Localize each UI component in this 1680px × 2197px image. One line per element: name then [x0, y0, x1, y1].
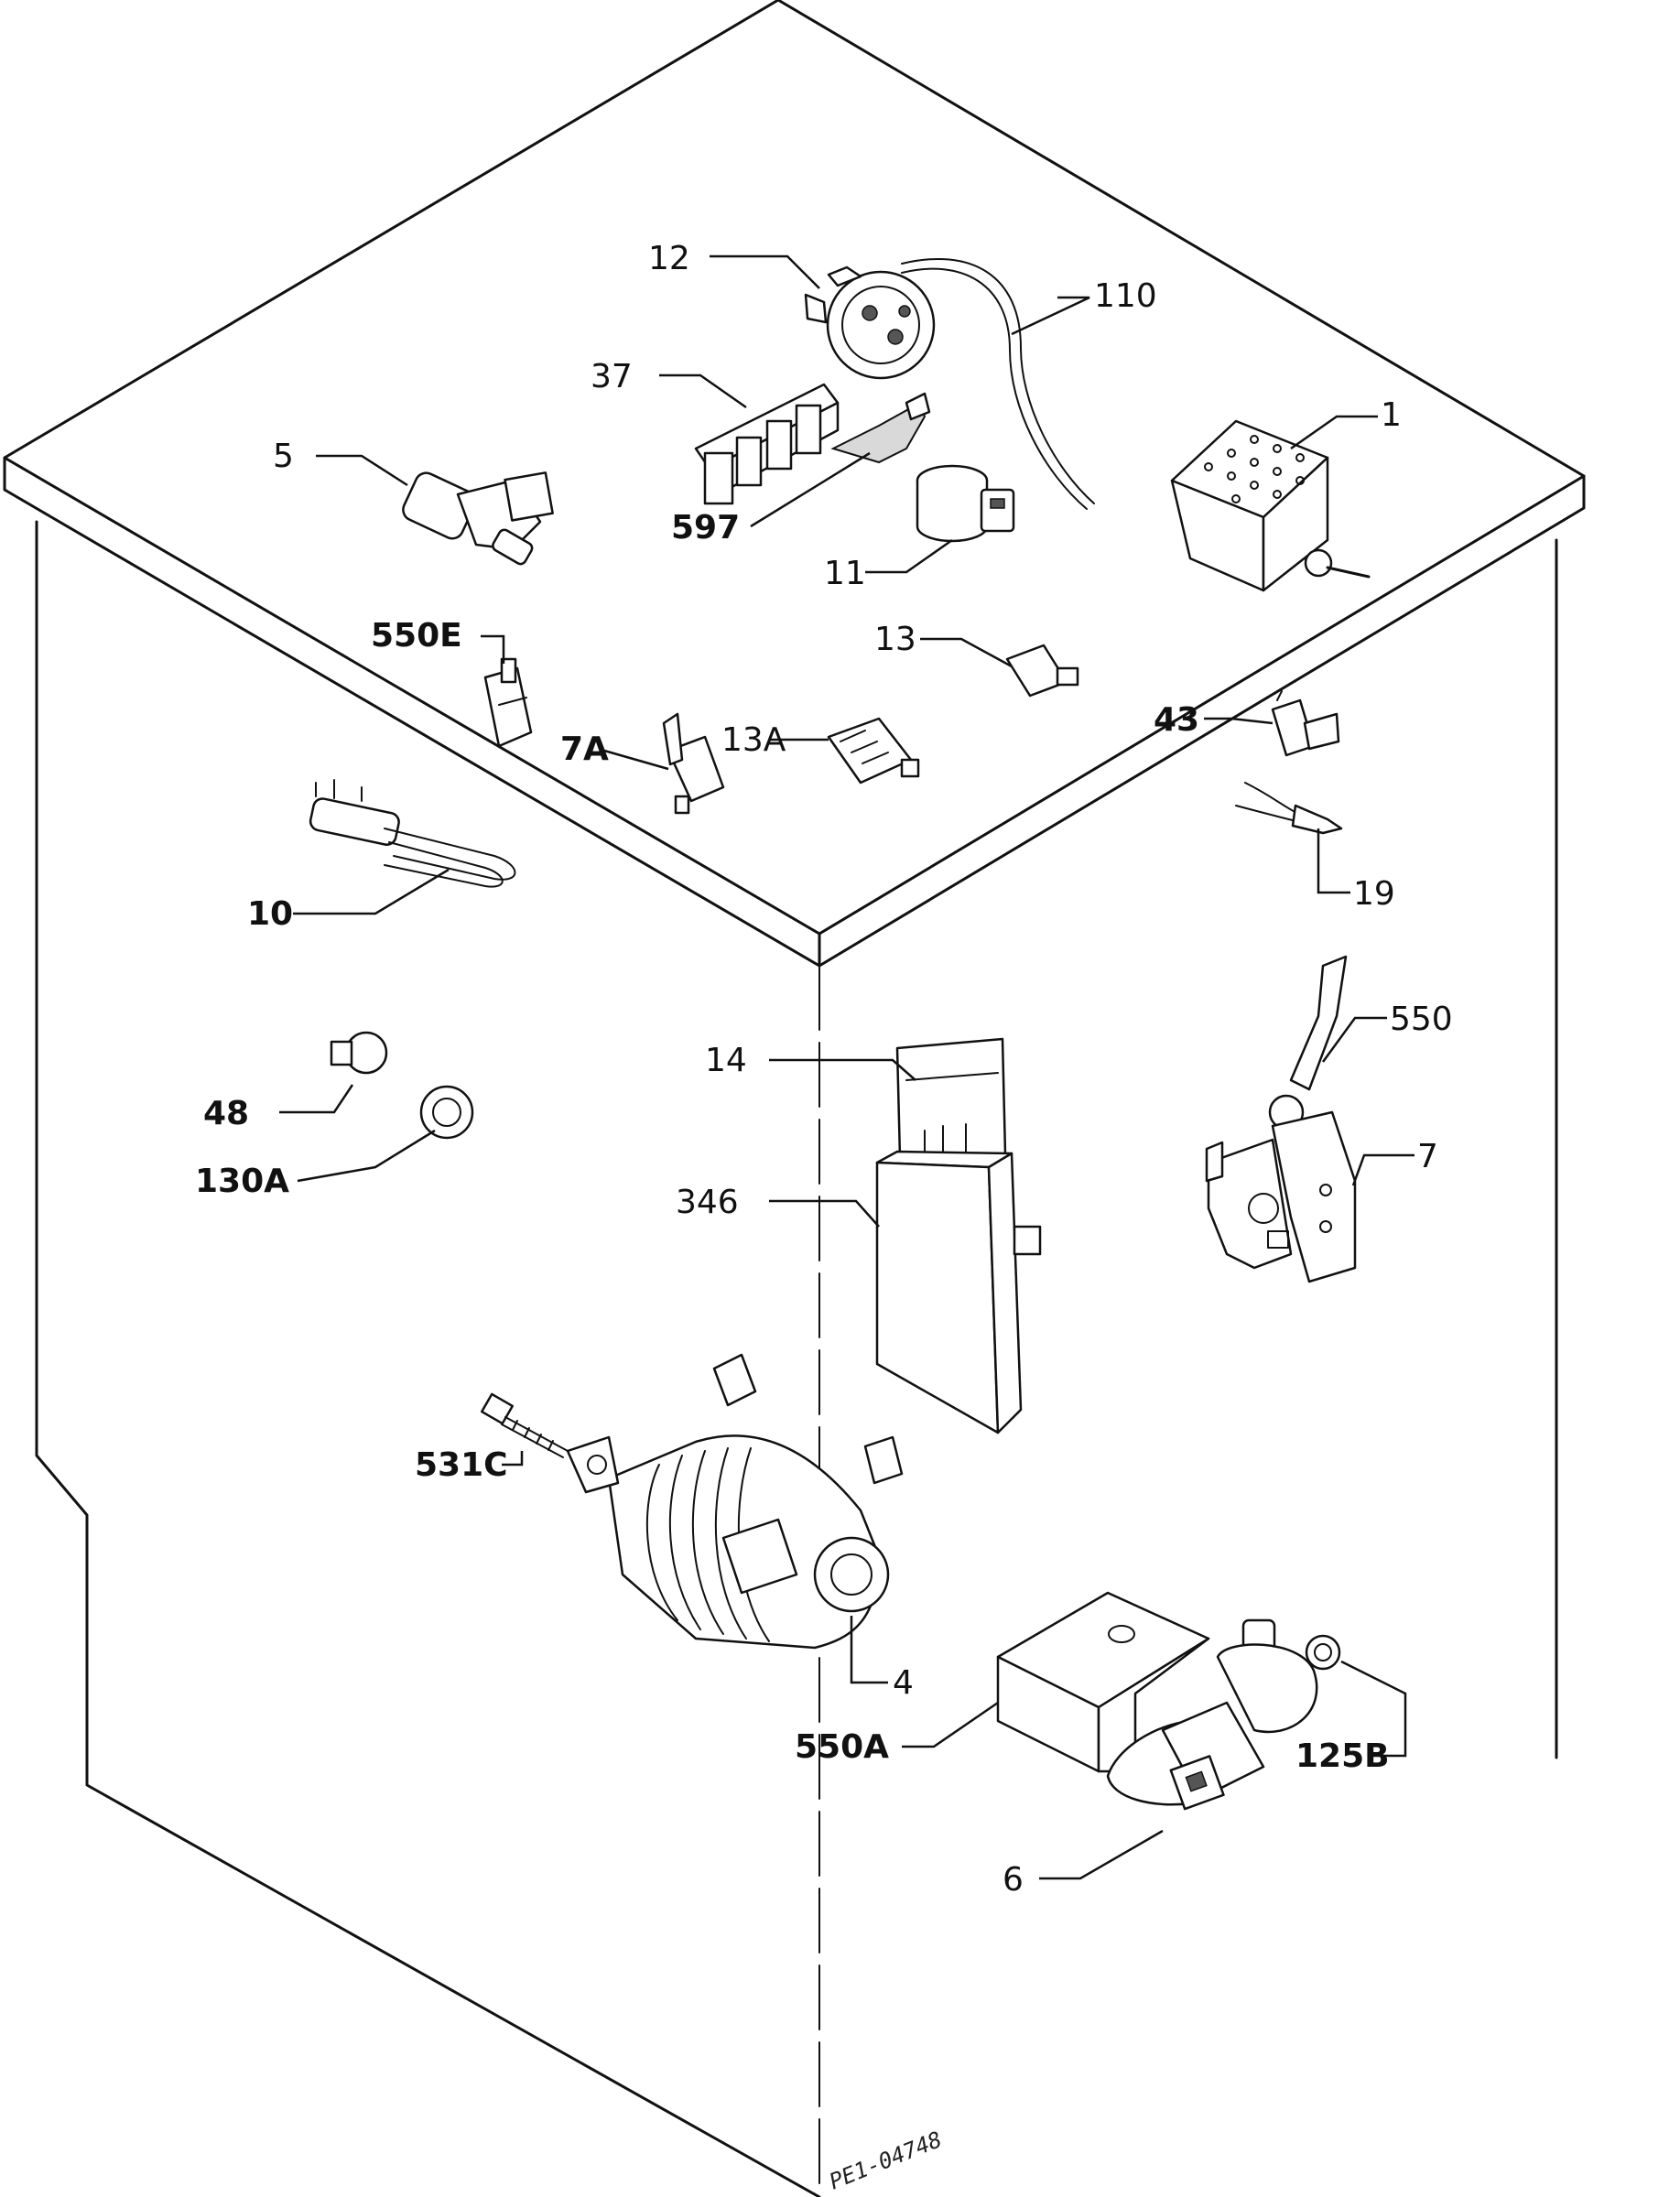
label-part-12: 12	[648, 240, 690, 277]
drain-pump-part-6	[1106, 1618, 1318, 1811]
cabinet-outline	[3, 0, 1586, 2197]
hose-part-110	[901, 257, 1095, 510]
microswitch-part-7a	[662, 712, 725, 815]
label-part-110: 110	[1094, 277, 1157, 315]
ring-nut-part-130a	[419, 1085, 474, 1140]
label-part-130a: 130A	[195, 1163, 289, 1200]
label-part-4: 4	[893, 1664, 914, 1702]
label-part-13: 13	[874, 621, 916, 658]
label-part-531c: 531C	[415, 1446, 508, 1484]
bolt-part-531c	[480, 1392, 569, 1458]
seal-part-125b	[1305, 1634, 1341, 1671]
ntc-sensor-part-19	[1235, 782, 1343, 835]
label-part-37: 37	[591, 358, 633, 395]
label-part-6: 6	[1003, 1861, 1024, 1899]
cover-part-550a	[996, 1591, 1210, 1773]
button-part-48	[330, 1031, 388, 1075]
label-part-550e: 550E	[371, 617, 462, 655]
programme-timer-part-1	[1170, 419, 1371, 592]
interlock-part-550e	[483, 657, 533, 748]
label-part-14: 14	[705, 1042, 747, 1079]
label-part-7a: 7A	[560, 731, 609, 768]
label-part-597: 597	[671, 509, 740, 547]
label-part-550a: 550A	[795, 1728, 889, 1766]
pressure-switch-part-12	[804, 265, 936, 380]
thermostat-part-43	[1271, 690, 1340, 757]
inlet-valve-part-5	[402, 471, 554, 566]
label-part-13a: 13A	[721, 721, 786, 759]
label-part-5: 5	[273, 438, 294, 475]
motor-part-4	[566, 1353, 904, 1650]
label-part-1: 1	[1381, 396, 1402, 434]
label-part-48: 48	[203, 1095, 249, 1132]
label-part-7: 7	[1417, 1138, 1438, 1175]
label-part-125b: 125B	[1295, 1737, 1390, 1775]
door-lock-part-7	[1205, 1110, 1357, 1283]
label-part-19: 19	[1353, 875, 1395, 913]
connector-part-13a	[827, 717, 920, 785]
lever-part-550	[1268, 955, 1348, 1131]
label-part-43: 43	[1154, 701, 1199, 739]
drawing-reference: PE1-04748	[826, 2127, 946, 2195]
label-part-550: 550	[1390, 1001, 1453, 1038]
label-part-10: 10	[247, 895, 293, 933]
label-part-346: 346	[676, 1184, 739, 1221]
leader-lines	[279, 254, 1414, 1880]
dispenser-drawer-part-346	[875, 1150, 1042, 1434]
capacitor-part-11	[916, 464, 1015, 543]
bracket-part-597	[830, 392, 931, 464]
part-labels: 12 110 37 5 597 11 1 13 550E 7A 13A 43 1…	[195, 240, 1453, 1899]
heating-element-part-10	[309, 779, 516, 888]
terminal-block-part-37	[694, 383, 840, 505]
label-part-11: 11	[824, 555, 866, 592]
connector-part-13	[1005, 644, 1079, 698]
